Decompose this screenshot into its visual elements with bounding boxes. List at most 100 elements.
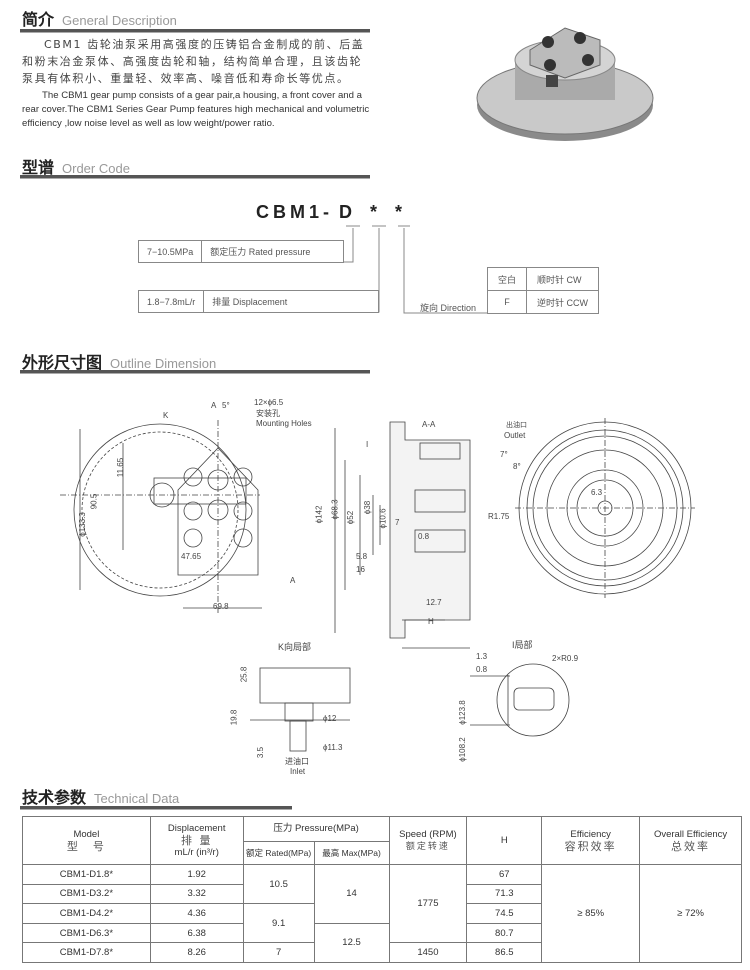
direction-label: 旋向 Direction xyxy=(420,303,477,313)
title-en: Technical Data xyxy=(94,791,180,806)
dim-1-3: 1.3 xyxy=(476,652,488,661)
intro-text-en: The CBM1 gear pump consists of a gear pa… xyxy=(22,90,370,129)
dim-h: H xyxy=(428,617,434,626)
cell-rated: 7 xyxy=(242,942,315,963)
table-row: CBM1-D7.8*8.26 7 1450 86.5 xyxy=(22,942,742,963)
section-divider xyxy=(20,29,370,33)
dim-52: ϕ52 xyxy=(346,510,356,525)
direction-code: 空白 xyxy=(486,267,528,291)
dim-6-3: 6.3 xyxy=(591,488,603,497)
title-zh: 外形尺寸图 xyxy=(22,353,103,372)
cell-h: 71.3 xyxy=(466,883,543,905)
header-model-en: Model xyxy=(73,828,100,840)
header-speed-en: Speed (RPM) xyxy=(399,828,457,840)
section-divider xyxy=(20,370,370,374)
dim-11-3: ϕ11.3 xyxy=(323,743,343,752)
title-en: Order Code xyxy=(62,161,130,176)
cell-h: 74.5 xyxy=(466,903,543,924)
outlet-en: Outlet xyxy=(504,431,526,440)
inlet-en: Inlet xyxy=(290,767,306,776)
dim-k: K xyxy=(163,411,169,420)
cell-max: 14 xyxy=(313,864,390,924)
cell-displacement: 1.92 xyxy=(149,864,244,885)
dim-90-5: 90.5 xyxy=(89,493,99,510)
intro-text-zh: CBM1 齿轮油泵采用高强度的压铸铝合金制成的前、后盖和粉末冶金泵体、高强度齿轮… xyxy=(22,38,365,85)
header-rated: 额定 Rated(MPa) xyxy=(242,841,315,865)
header-pressure: 压力 Pressure(MPa) xyxy=(242,816,390,842)
cell-model: CBM1-D1.8* xyxy=(22,864,151,885)
dim-i: I xyxy=(366,440,369,449)
dim-68-3: ϕ68.3 xyxy=(330,499,340,520)
pressure-box: 7−10.5MPa 额定压力 Rated pressure xyxy=(138,240,344,263)
dim-12-7: 12.7 xyxy=(426,598,442,607)
displacement-label: 排量 Displacement xyxy=(212,297,288,307)
cell-h: 86.5 xyxy=(466,942,543,963)
table-row: CBM1-D1.8*1.92 10.5 14 1775 67 ≥ 85% ≥ 7… xyxy=(22,863,742,963)
cell-efficiency: ≥ 85% xyxy=(541,864,641,963)
cell-speed: 1450 xyxy=(388,942,468,963)
cell-model: CBM1-D6.3* xyxy=(22,922,151,944)
pressure-value: 7−10.5MPa xyxy=(139,241,203,262)
cell-h: 67 xyxy=(466,864,543,885)
dim-0-8b: 0.8 xyxy=(476,665,488,674)
cell-model: CBM1-D7.8* xyxy=(22,942,151,963)
cell-model: CBM1-D3.2* xyxy=(22,883,151,905)
dim-69-8: 69.8 xyxy=(213,602,229,611)
section-divider xyxy=(20,806,292,810)
dim-2xr0-9: 2×R0.9 xyxy=(552,654,579,663)
header-max: 最高 Max(MPa) xyxy=(313,841,390,865)
section-tech-title: 技术参数 Technical Data xyxy=(22,784,179,808)
title-zh: 型谱 xyxy=(22,158,55,177)
dim-a2: A xyxy=(290,576,296,585)
inlet-zh: 进油口 xyxy=(285,757,309,766)
section-outline-title: 外形尺寸图 Outline Dimension xyxy=(22,349,216,373)
dim-16: 16 xyxy=(356,565,365,574)
dim-r1-75: R1.75 xyxy=(488,512,510,521)
dim-133-3: ϕ133.3 xyxy=(77,512,87,537)
header-overall-efficiency-zh: 总效率 xyxy=(671,839,711,853)
i-view-title: I局部 xyxy=(512,640,533,650)
section-general-title: 简介 General Description xyxy=(22,6,177,30)
dim-holes-zh: 安装孔 xyxy=(256,409,280,418)
outline-drawing xyxy=(60,418,695,752)
k-view-title: K向局部 xyxy=(278,642,312,652)
header-displacement-zh: 排 量 xyxy=(180,833,213,847)
header-displacement-en: Displacement xyxy=(167,822,226,834)
header-speed-zh: 额定转速 xyxy=(405,841,450,852)
pressure-label: 额定压力 Rated pressure xyxy=(210,247,311,257)
header-efficiency-en: Efficiency xyxy=(570,828,611,840)
cell-displacement: 3.32 xyxy=(149,883,244,905)
cell-max: 12.5 xyxy=(313,922,390,963)
dim-108-2: ϕ108.2 xyxy=(457,737,467,762)
cell-displacement: 4.36 xyxy=(149,903,244,924)
header-h: H xyxy=(466,816,543,865)
table-row: CBM1-D3.2*3.32 71.3 xyxy=(22,883,742,905)
dim-0-8: 0.8 xyxy=(418,532,430,541)
header-efficiency-zh: 容积效率 xyxy=(564,839,617,853)
direction-desc: 逆时针 CCW xyxy=(526,290,600,314)
code-d: D xyxy=(339,202,356,222)
title-zh: 技术参数 xyxy=(22,788,87,807)
pump-photo xyxy=(476,27,654,141)
displacement-value: 1.8−7.8mL/r xyxy=(139,291,205,312)
order-code: CBM1-D** xyxy=(256,202,412,223)
section-order-title: 型谱 Order Code xyxy=(22,154,130,178)
displacement-box: 1.8−7.8mL/r 排量 Displacement xyxy=(138,290,379,313)
dim-10-6: ϕ10.6 xyxy=(378,508,388,529)
cell-h: 80.7 xyxy=(466,922,543,944)
dim-19-8: 19.8 xyxy=(229,709,239,726)
title-en: General Description xyxy=(62,13,177,28)
cell-rated: 9.1 xyxy=(242,903,315,944)
dim-8deg: 8° xyxy=(513,462,521,471)
order-code-leader-lines xyxy=(343,225,487,314)
code-displacement: * xyxy=(370,202,382,222)
cell-overall-efficiency: ≥ 72% xyxy=(639,864,742,963)
cell-displacement: 8.26 xyxy=(149,942,244,963)
header-model-zh: 型 号 xyxy=(66,839,106,853)
dim-12: ϕ12 xyxy=(323,714,337,723)
